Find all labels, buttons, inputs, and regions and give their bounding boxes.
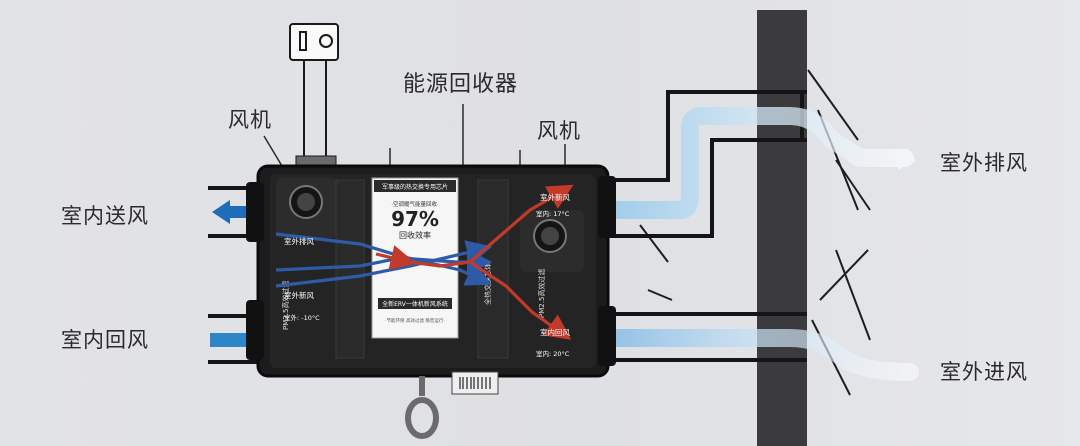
control-box [289,23,339,61]
flow-label-outdoor-fresh-right: 室外新风 [540,192,570,202]
outdoor-exhaust-label: 室外排风 [940,151,1028,175]
panel-header: 军事级的热交换专用芯片 [382,183,448,191]
fan-label-right: 风机 [537,119,581,143]
flow-label-outdoor-fresh-left: 室外新风 [284,290,314,300]
barcode [459,377,491,389]
side-label-right: PM2.5高效过滤 [537,269,546,318]
flow-label-indoor-return: 室内回风 [540,327,570,337]
leader-lines [263,104,566,167]
panel-sub: ·空调暖气能量回收· [391,200,439,208]
wall [757,10,807,446]
intake-duct [600,312,807,362]
duct-collars [246,176,616,366]
exhaust-air-flow [601,107,914,219]
fan-label-left: 风机 [228,108,272,132]
indoor-supply-label: 室内送风 [61,204,149,228]
side-label-mid: 全热交换芯体 [483,263,492,305]
indoor-return-label: 室内回风 [61,328,149,352]
intake-air-flow [603,329,919,381]
barcode-tag [451,371,499,395]
exhaust-arrow-head [898,150,916,170]
panel-footer: 全新ERV一体机新风系统 [382,300,448,308]
energy-recovery-title: 能源回收器 [403,72,519,97]
efficiency-value: 97% [391,207,439,231]
flow-label-outdoor-exhaust: 室外排风 [284,236,314,246]
temp-warm: 室内: 20°C [536,349,570,358]
temp-cold: 室外: -10°C [284,313,320,322]
temp-mid: 室内: 17°C [536,209,570,218]
hanging-hook [405,376,439,439]
warm-flows [375,184,574,340]
efficiency-caption: 回收效率 [399,230,431,240]
panel-small: ·节能环保 高效过滤 静音运行· [385,317,445,324]
outdoor-intake-label: 室外进风 [940,360,1028,384]
side-label-left: PM2.5高效过滤 [281,281,290,330]
